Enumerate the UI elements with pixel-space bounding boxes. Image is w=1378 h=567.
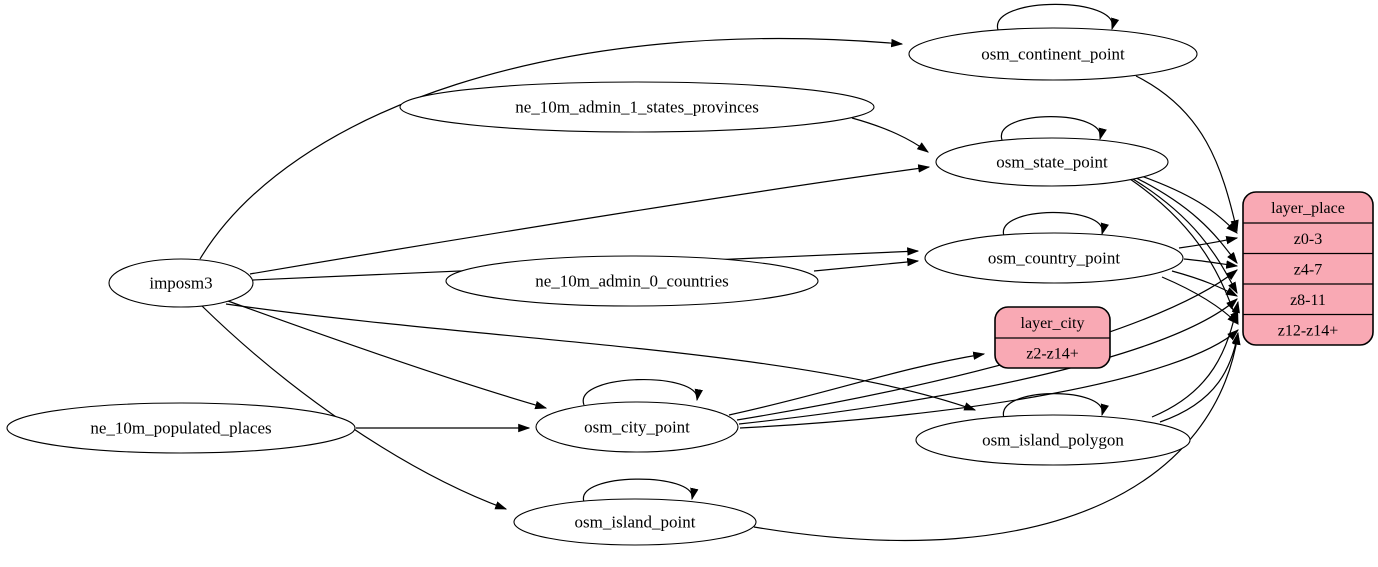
node-label-imposm3: imposm3 xyxy=(149,274,212,293)
edge-osm_country_point-to-layer_place:z4-7 xyxy=(1183,258,1239,269)
node-label-osm_city_point: osm_city_point xyxy=(584,418,690,437)
node-imposm3: imposm3 xyxy=(108,258,254,308)
node-ne_10m_populated_places: ne_10m_populated_places xyxy=(6,402,356,454)
node-ellipse-osm_country_point xyxy=(924,232,1184,284)
edge-osm_island_point-to-layer_place:z12-z14+ xyxy=(753,332,1241,542)
node-ne_10m_admin_1_states_provinces: ne_10m_admin_1_states_provinces xyxy=(399,81,875,133)
node-osm_continent_point: osm_continent_point xyxy=(908,27,1198,81)
node-label-osm_island_polygon: osm_island_polygon xyxy=(982,431,1124,450)
edge-osm_country_point-to-layer_place:z12-z14+ xyxy=(1161,276,1239,325)
node-label-osm_continent_point: osm_continent_point xyxy=(981,45,1125,64)
edge-imposm3-to-osm_island_polygon xyxy=(225,303,977,411)
edge-osm_country_point-to-osm_country_point xyxy=(1003,211,1109,237)
node-label-osm_island_point: osm_island_point xyxy=(575,513,696,532)
node-osm_island_polygon: osm_island_polygon xyxy=(915,414,1191,466)
node-ellipse-osm_continent_point xyxy=(908,27,1198,81)
edge-osm_city_point-to-layer_city:z2-z14+ xyxy=(728,351,986,416)
record-row-layer_city-z2-z14+: z2-z14+ xyxy=(1026,346,1079,363)
edge-imposm3-to-osm_city_point xyxy=(227,300,548,410)
node-ellipse-osm_state_point xyxy=(935,137,1169,187)
edge-osm_continent_point-to-osm_continent_point xyxy=(997,3,1120,31)
node-ellipse-osm_island_point xyxy=(513,498,757,546)
edge-osm_city_point-to-layer_place:z12-z14+ xyxy=(739,329,1239,429)
node-osm_island_point: osm_island_point xyxy=(513,498,757,546)
edge-ne_10m_admin_0_countries-to-osm_country_point xyxy=(813,257,920,272)
edge-imposm3-to-osm_state_point xyxy=(249,164,931,275)
node-ellipse-ne_10m_populated_places xyxy=(6,402,356,454)
edge-layer xyxy=(199,3,1241,542)
edge-osm_state_point-to-layer_place:z0-3 xyxy=(1123,169,1238,234)
edge-osm_island_polygon-to-osm_island_polygon xyxy=(1003,393,1109,419)
node-osm_city_point: osm_city_point xyxy=(535,401,739,453)
record-header-layer_place: layer_place xyxy=(1271,200,1345,217)
node-ellipse-imposm3 xyxy=(108,258,254,308)
node-label-ne_10m_admin_1_states_provinces: ne_10m_admin_1_states_provinces xyxy=(515,98,759,117)
edge-osm_city_point-to-layer_place:z4-7 xyxy=(736,269,1238,421)
edge-osm_state_point-to-layer_place:z8-11 xyxy=(1127,175,1238,295)
edge-osm_state_point-to-layer_place:z4-7 xyxy=(1125,172,1238,264)
edge-osm_country_point-to-layer_place:z8-11 xyxy=(1171,270,1239,297)
edge-osm_island_point-to-osm_island_point xyxy=(583,478,699,503)
node-osm_country_point: osm_country_point xyxy=(924,232,1184,284)
record-header-layer_city: layer_city xyxy=(1021,315,1085,332)
record-row-layer_place-z4-7: z4-7 xyxy=(1294,261,1322,278)
node-label-osm_country_point: osm_country_point xyxy=(988,249,1120,268)
node-ellipse-ne_10m_admin_1_states_provinces xyxy=(399,81,875,133)
edge-osm_country_point-to-layer_place:z0-3 xyxy=(1178,235,1239,249)
edge-osm_city_point-to-osm_city_point xyxy=(582,379,703,406)
record-layer_city: layer_city z2-z14+ xyxy=(994,306,1111,369)
node-ellipse-osm_island_polygon xyxy=(915,414,1191,466)
edge-osm_state_point-to-osm_state_point xyxy=(1001,116,1107,141)
record-layer_place: layer_place z0-3 z4-7 z8-11 z12-z14+ xyxy=(1242,191,1374,346)
node-label-ne_10m_populated_places: ne_10m_populated_places xyxy=(90,419,271,438)
node-label-ne_10m_admin_0_countries: ne_10m_admin_0_countries xyxy=(535,272,729,291)
edge-osm_island_polygon-to-layer_place:z8-11 xyxy=(1151,300,1240,418)
record-row-layer_place-z0-3: z0-3 xyxy=(1294,231,1322,248)
edge-ne_10m_admin_1_states_provinces-to-osm_state_point xyxy=(851,117,929,153)
edge-imposm3-to-osm_continent_point xyxy=(199,37,904,260)
node-ellipse-ne_10m_admin_0_countries xyxy=(445,255,819,307)
edge-osm_city_point-to-layer_place:z8-11 xyxy=(738,298,1238,425)
record-row-layer_place-z8-11: z8-11 xyxy=(1290,292,1326,309)
record-row-layer_place-z12-z14+: z12-z14+ xyxy=(1278,322,1339,339)
node-label-osm_state_point: osm_state_point xyxy=(996,153,1108,172)
node-osm_state_point: osm_state_point xyxy=(935,137,1169,187)
record-box-layer_place xyxy=(1242,191,1374,346)
node-ne_10m_admin_0_countries: ne_10m_admin_0_countries xyxy=(445,255,819,307)
edge-osm_continent_point-to-layer_place:z0-3 xyxy=(1135,75,1239,233)
node-ellipse-osm_city_point xyxy=(535,401,739,453)
